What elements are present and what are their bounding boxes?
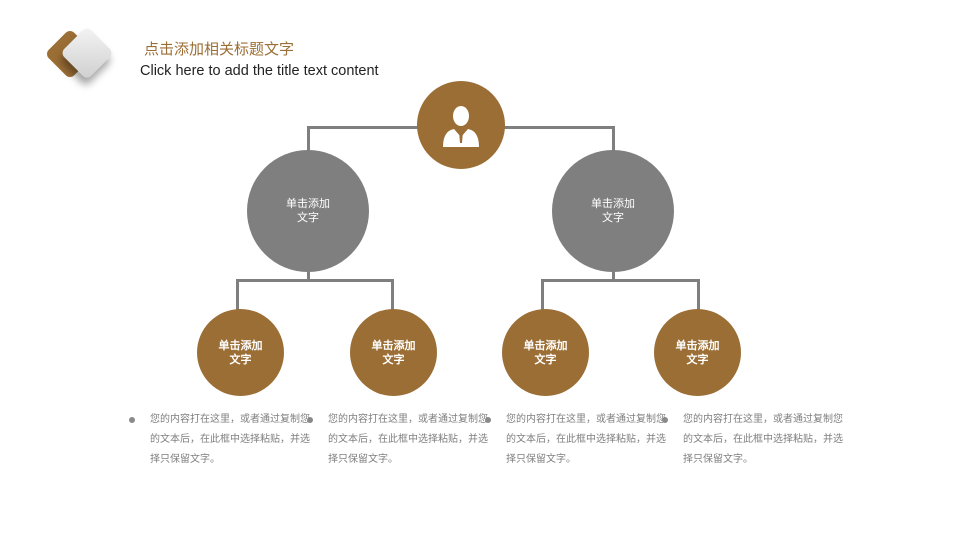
node-label: 单击添加 文字 (523, 338, 568, 366)
connector (307, 268, 310, 282)
title-english: Click here to add the title text content (140, 63, 379, 79)
leaf-node[interactable]: 单击添加 文字 (502, 309, 589, 396)
connector (541, 279, 700, 282)
leaf-node[interactable]: 单击添加 文字 (350, 309, 437, 396)
description-text: 您的内容打在这里，或者通过复制您的文本后，在此框中选择粘贴，并选择只保留文字。 (150, 414, 310, 465)
description-text: 您的内容打在这里，或者通过复制您的文本后，在此框中选择粘贴，并选择只保留文字。 (506, 414, 666, 465)
title-chinese: 点击添加相关标题文字 (144, 40, 295, 58)
leaf-node[interactable]: 单击添加 文字 (197, 309, 284, 396)
person-icon (443, 106, 479, 147)
connector (541, 279, 544, 311)
mid-node[interactable]: 单击添加 文字 (247, 150, 369, 272)
top-node[interactable] (417, 81, 505, 169)
connector (307, 126, 310, 152)
bullet-icon (129, 417, 135, 423)
bullet-icon (485, 417, 491, 423)
connector (236, 279, 239, 311)
connector (236, 279, 394, 282)
bullet-icon (662, 417, 668, 423)
connector (612, 126, 615, 152)
node-label: 单击添加 文字 (218, 338, 263, 366)
logo-diamonds (44, 24, 124, 94)
connector (391, 279, 394, 311)
mid-node[interactable]: 单击添加 文字 (552, 150, 674, 272)
connector (612, 268, 615, 282)
node-label: 单击添加 文字 (675, 338, 720, 366)
connector (697, 279, 700, 311)
description-text: 您的内容打在这里，或者通过复制您的文本后，在此框中选择粘贴，并选择只保留文字。 (328, 414, 488, 465)
node-label: 单击添加 文字 (371, 338, 416, 366)
node-label: 单击添加 文字 (286, 197, 330, 224)
bullet-icon (307, 417, 313, 423)
leaf-node[interactable]: 单击添加 文字 (654, 309, 741, 396)
description-text: 您的内容打在这里，或者通过复制您的文本后，在此框中选择粘贴，并选择只保留文字。 (683, 414, 843, 465)
node-label: 单击添加 文字 (591, 197, 635, 224)
